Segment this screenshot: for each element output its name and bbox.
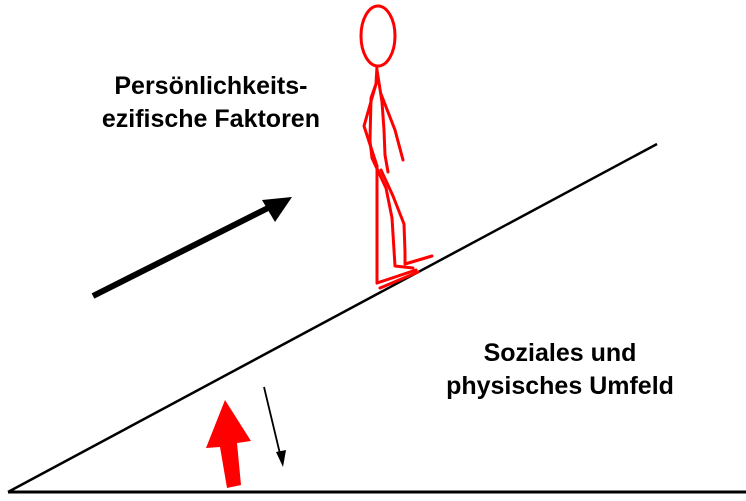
environment-line2: physisches Umfeld bbox=[446, 372, 674, 400]
upward-arrow bbox=[91, 197, 292, 299]
downward-arrow bbox=[263, 386, 286, 467]
personal-factors-line2: ezifische Faktoren bbox=[101, 105, 320, 133]
personal-factors-line1: Persönlichkeits- bbox=[114, 72, 308, 100]
environment-label: Soziales und physisches Umfeld bbox=[390, 337, 730, 403]
environment-line1: Soziales und bbox=[483, 339, 637, 367]
stick-figure bbox=[359, 4, 434, 290]
slope-line bbox=[7, 142, 658, 494]
personal-factors-label: Persönlichkeits- ezifische Faktoren bbox=[102, 70, 320, 136]
figure-head bbox=[359, 4, 397, 68]
red-up-arrow bbox=[206, 400, 251, 488]
